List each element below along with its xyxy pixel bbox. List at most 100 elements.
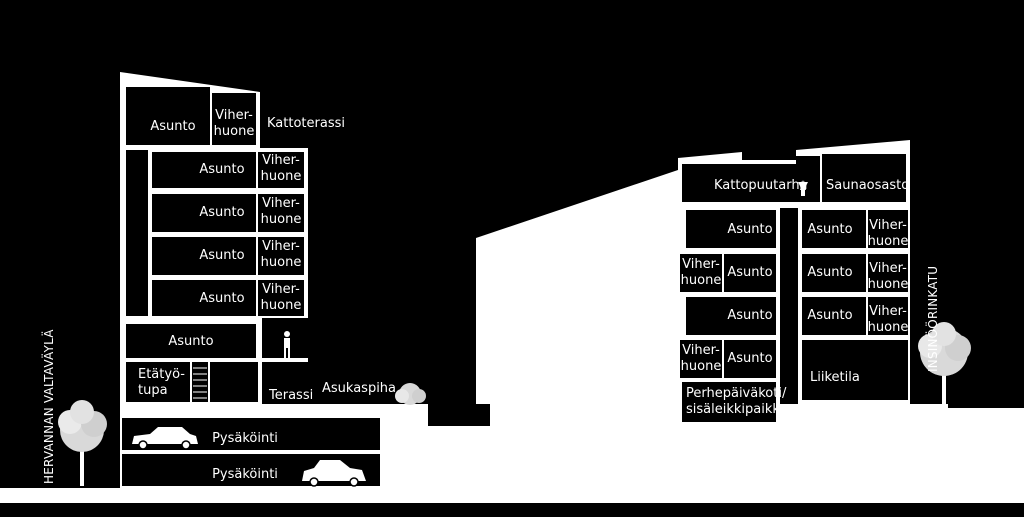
car-icon-lower xyxy=(302,460,366,487)
left-floor-1-apartment-label: Asunto xyxy=(199,162,245,177)
left-floor-4-sunroom-line2: huone xyxy=(260,298,302,313)
right-left-col-floor-1 xyxy=(686,210,776,248)
roof-terrace-label: Kattoterassi xyxy=(267,116,345,131)
left-floor-1-sunroom xyxy=(258,152,304,188)
left-floor-3-sunroom-label: Viher- huone xyxy=(258,239,304,271)
left-stair-core xyxy=(126,150,148,316)
left-floor-4-sunroom-label: Viher- huone xyxy=(258,282,304,314)
left-floor-2-sunroom xyxy=(258,194,304,232)
left-ground-apartment xyxy=(126,324,256,358)
right-left-col-floor-2-sunroom-line1: Viher- xyxy=(682,257,720,272)
right-right-col-floor-1-apartment xyxy=(802,210,866,248)
left-floor-4-apartment xyxy=(152,280,256,316)
right-left-col-floor-2-sunroom-label: Viher- huone xyxy=(680,257,722,289)
right-stair-core xyxy=(780,208,798,404)
right-right-col-floor-2-sunroom-line1: Viher- xyxy=(869,261,907,276)
left-floor-2-sunroom-line1: Viher- xyxy=(262,196,300,211)
roof-garden-label: Kattopuutarha xyxy=(714,178,808,193)
right-left-col-floor-3 xyxy=(686,297,776,335)
left-remote-work-room xyxy=(126,362,190,402)
right-right-col-floor-3-sunroom-line1: Viher- xyxy=(869,304,907,319)
left-floor-1-sunroom-line1: Viher- xyxy=(262,153,300,168)
remote-work-room-line2: tupa xyxy=(138,383,168,398)
sauna-label: Saunaosasto xyxy=(826,178,910,193)
car-icon-upper xyxy=(132,427,198,450)
right-left-col-floor-1-label: Asunto xyxy=(727,222,773,237)
right-left-col-floor-4-sunroom-label: Viher- huone xyxy=(680,343,722,375)
street-right-label: INSINÖÖRINKATU xyxy=(926,265,940,372)
right-right-col-floor-1-apartment-label: Asunto xyxy=(807,222,853,237)
left-roof-apartment-room xyxy=(126,87,210,145)
right-right-col-floor-3-sunroom-label: Viher- huone xyxy=(866,304,910,336)
right-building xyxy=(476,140,910,422)
left-roof-sunroom-line1: Viher- xyxy=(215,108,253,123)
right-right-col-floor-1-sunroom-line2: huone xyxy=(867,234,909,249)
right-roof-garden-room xyxy=(682,164,796,202)
right-sauna-room xyxy=(822,154,906,202)
tree-right-icon xyxy=(918,322,971,408)
left-floor-2-sunroom-label: Viher- huone xyxy=(258,196,304,228)
left-floor-4-sunroom xyxy=(258,280,304,316)
right-daycare-room xyxy=(682,382,776,422)
right-roof-wall xyxy=(796,156,820,202)
left-roof-apartment-label: Asunto xyxy=(150,119,196,134)
right-right-col-floor-3-apartment xyxy=(802,297,866,335)
left-roof-sunroom-line2: huone xyxy=(213,124,255,139)
right-left-col-floor-4-apartment-label: Asunto xyxy=(727,351,773,366)
left-floor-3-apartment-label: Asunto xyxy=(199,248,245,263)
tree-courtyard-icon xyxy=(395,383,426,406)
left-floor-1-apartment xyxy=(152,152,256,188)
left-ground-apartment-label: Asunto xyxy=(168,334,214,349)
remote-work-room-label: Etätyö- tupa xyxy=(138,367,185,399)
right-left-col-floor-2-sunroom-line2: huone xyxy=(680,273,722,288)
person-silhouette-icon xyxy=(284,331,290,358)
right-sloped-wing xyxy=(476,170,678,404)
left-floor-1-sunroom-label: Viher- huone xyxy=(258,153,304,185)
left-floor-3-sunroom-line2: huone xyxy=(260,255,302,270)
right-right-col-floor-1-sunroom-label: Viher- huone xyxy=(866,218,910,250)
left-roof-sunroom-room xyxy=(212,93,256,145)
right-commercial-room xyxy=(802,340,908,400)
right-right-col-floor-2-apartment-label: Asunto xyxy=(807,265,853,280)
courtyard-label: Asukaspiha xyxy=(322,381,397,396)
right-right-col-floor-3-apartment-label: Asunto xyxy=(807,308,853,323)
right-right-col-floor-2-sunroom xyxy=(868,254,908,292)
roof-plant-icon xyxy=(798,180,808,196)
left-floor-2-sunroom-line2: huone xyxy=(260,212,302,227)
right-left-col-floor-4-apartment xyxy=(724,340,776,378)
daycare-label: Perhepäiväkoti/ sisäleikkipaikka xyxy=(686,386,788,418)
right-right-col-floor-1-sunroom-line1: Viher- xyxy=(869,218,907,233)
left-floor-1-sunroom-line2: huone xyxy=(260,169,302,184)
right-right-col-floor-2-sunroom-line2: huone xyxy=(867,277,909,292)
left-stair-steps xyxy=(193,367,207,399)
right-left-col-floor-2-sunroom xyxy=(680,254,722,292)
terrace-label: Terassi xyxy=(269,388,314,403)
tree-left-icon xyxy=(58,400,107,486)
right-left-col-floor-4-sunroom xyxy=(680,340,722,378)
daycare-line2: sisäleikkipaikka xyxy=(686,402,788,417)
left-floor-4-apartment-label: Asunto xyxy=(199,291,245,306)
left-floor-3-apartment xyxy=(152,237,256,275)
right-right-col-floor-3-sunroom-line2: huone xyxy=(867,320,909,335)
right-right-col-floor-1-sunroom xyxy=(868,210,908,248)
left-ground-utility xyxy=(210,362,258,402)
parking-upper-label: Pysäköinti xyxy=(212,431,278,446)
right-left-col-floor-4-sunroom-line2: huone xyxy=(680,359,722,374)
remote-work-room-line1: Etätyö- xyxy=(138,367,185,382)
left-floor-3-sunroom xyxy=(258,237,304,275)
right-right-col-floor-2-apartment xyxy=(802,254,866,292)
right-left-col-floor-3-label: Asunto xyxy=(727,308,773,323)
parking-lower-label: Pysäköinti xyxy=(212,467,278,482)
left-building xyxy=(120,72,380,487)
right-right-col-floor-2-sunroom-label: Viher- huone xyxy=(866,261,910,293)
left-roof-sunroom-label: Viher- huone xyxy=(212,108,256,140)
right-left-col-floor-2-apartment xyxy=(724,254,776,292)
left-floor-3-sunroom-line1: Viher- xyxy=(262,239,300,254)
daycare-line1: Perhepäiväkoti/ xyxy=(686,386,787,401)
right-left-col-floor-4-sunroom-line1: Viher- xyxy=(682,343,720,358)
street-left-label: HERVANNAN VALTAVÄYLÄ xyxy=(42,329,56,484)
right-left-col-floor-2-apartment-label: Asunto xyxy=(727,265,773,280)
left-balcony-rail xyxy=(262,358,308,362)
left-floor-4-sunroom-line1: Viher- xyxy=(262,282,300,297)
